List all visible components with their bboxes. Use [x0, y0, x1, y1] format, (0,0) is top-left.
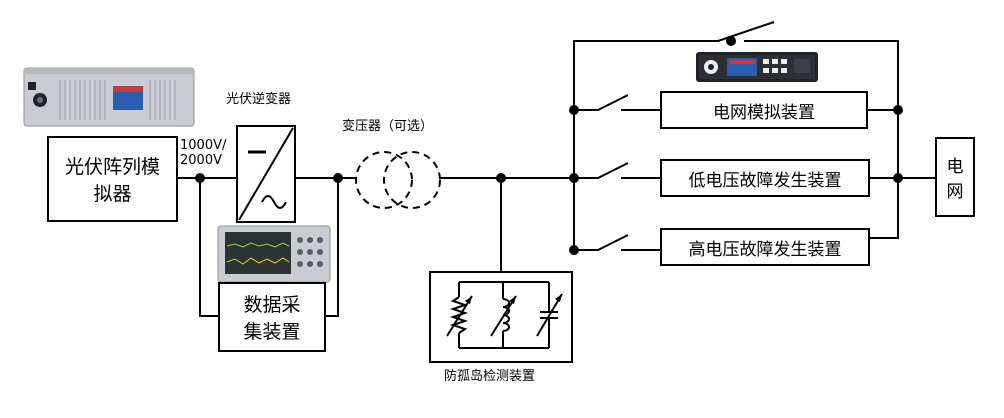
grid-box: 电 网 — [935, 137, 975, 217]
transformer-coils-icon — [355, 151, 441, 209]
junction-dot-icon — [893, 105, 903, 115]
hvrt-box: 高电压故障发生装置 — [660, 228, 870, 266]
inverter-label: 光伏逆变器 — [226, 92, 292, 107]
junction-dot-icon — [496, 173, 506, 183]
lvrt-label: 低电压故障发生装置 — [688, 170, 842, 191]
dc-ac-converter-icon — [236, 125, 296, 223]
daq-box: 数据采 集装置 — [218, 282, 326, 352]
daq-oscilloscope-device — [217, 225, 331, 283]
switch-icon — [597, 162, 629, 179]
junction-dot-icon — [569, 105, 579, 115]
junction-dot-icon — [195, 173, 205, 183]
hvrt-label: 高电压故障发生装置 — [688, 239, 842, 260]
pv-simulator-label-line1: 光伏阵列模 — [64, 156, 160, 178]
junction-dot-icon — [569, 245, 579, 255]
daq-wire-right — [325, 177, 339, 317]
grid-label-line1: 电 — [946, 157, 964, 177]
anti-islanding-label: 防孤岛检测装置 — [444, 369, 536, 384]
grid-label-line2: 网 — [946, 182, 964, 202]
switch-icon — [597, 234, 629, 251]
daq-label-line1: 数据采 — [243, 294, 301, 316]
junction-dot-icon — [726, 36, 736, 46]
grid-simulator-box: 电网模拟装置 — [660, 91, 868, 129]
voltage-label-line2: 2000V — [180, 152, 222, 168]
anti-islanding-network — [429, 271, 573, 363]
voltage-label-line1: 1000V/ — [180, 138, 227, 153]
switch-icon — [717, 21, 775, 42]
junction-dot-icon — [333, 173, 343, 183]
grid-simulator-device — [696, 52, 818, 82]
daq-label-line2: 集装置 — [243, 321, 301, 343]
junction-dot-icon — [893, 173, 903, 183]
pv-simulator-device — [23, 67, 195, 127]
grid-simulator-label: 电网模拟装置 — [713, 102, 815, 123]
pv-simulator-label-line2: 拟器 — [93, 183, 132, 205]
voltage-label: 1000V/ 2000V — [180, 138, 227, 169]
transformer-label: 变压器（可选） — [342, 119, 434, 134]
lvrt-box: 低电压故障发生装置 — [660, 159, 870, 197]
pv-simulator-box: 光伏阵列模 拟器 — [47, 136, 178, 222]
switch-icon — [597, 94, 629, 111]
daq-wire-left — [199, 177, 219, 317]
junction-dot-icon — [569, 173, 579, 183]
